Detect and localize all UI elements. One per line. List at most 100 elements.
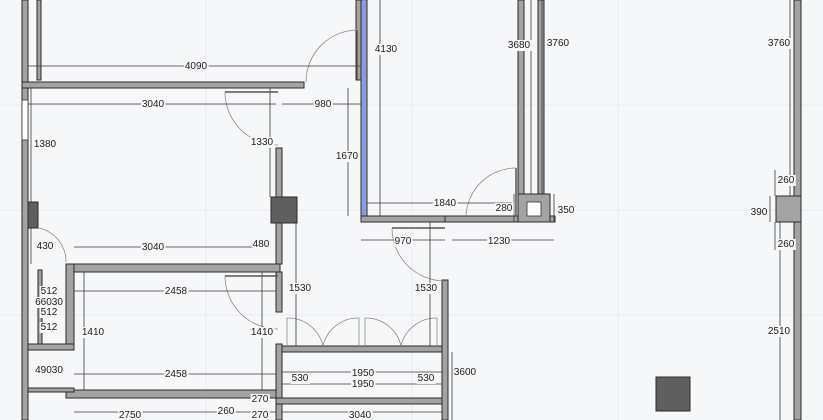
dim-260a[interactable]: 260: [778, 175, 795, 186]
label-background: [393, 236, 413, 247]
wall-center-left-vertical-lower[interactable]: [275, 271, 283, 313]
wall-mid-left-stub[interactable]: [65, 263, 75, 345]
dim-980[interactable]: 980: [315, 99, 332, 110]
column-center[interactable]: [270, 196, 298, 224]
label-background: [452, 367, 478, 378]
dim-270b[interactable]: 270: [252, 410, 269, 420]
dim-480[interactable]: 480: [253, 239, 270, 250]
dim-2458b[interactable]: 2458: [165, 369, 188, 380]
dim-3760b[interactable]: 3760: [768, 38, 791, 49]
window-left[interactable]: [21, 99, 29, 141]
dim-430[interactable]: 430: [37, 241, 54, 252]
door-swing-center: [391, 227, 446, 282]
dim-1840[interactable]: 1840: [434, 198, 457, 209]
label-background: [39, 307, 59, 318]
dim-2510[interactable]: 2510: [768, 326, 791, 337]
label-background: [766, 326, 792, 337]
dim-270a[interactable]: 270: [252, 394, 269, 405]
dim-260b[interactable]: 260: [778, 239, 795, 250]
label-background: [556, 205, 576, 216]
shaft-void: [526, 201, 542, 217]
wall-closet-left[interactable]: [27, 343, 75, 351]
doors[interactable]: [37, 29, 517, 347]
dim-390[interactable]: 390: [751, 207, 768, 218]
wall-center-horizontal-right[interactable]: [444, 215, 556, 223]
door-swing-closet-1: [286, 317, 324, 347]
label-background: [290, 373, 310, 384]
dim-1380[interactable]: 1380: [34, 139, 57, 150]
door-swing-closet-3: [364, 317, 402, 347]
wall-center-left-vertical-bottom[interactable]: [275, 343, 283, 420]
label-background: [35, 241, 55, 252]
dim-530b[interactable]: 530: [418, 373, 435, 384]
label-background: [39, 322, 59, 333]
dim-2750[interactable]: 2750: [119, 410, 142, 420]
label-background: [250, 410, 270, 420]
wall-right-outer-upper[interactable]: [793, 0, 802, 197]
label-background: [39, 286, 59, 297]
column-bottom-right[interactable]: [655, 376, 691, 412]
label-background: [350, 379, 376, 390]
label-background: [249, 327, 275, 338]
dim-1950a[interactable]: 1950: [352, 368, 375, 379]
dim-3040c[interactable]: 3040: [349, 410, 372, 420]
wall-center-horizontal[interactable]: [360, 215, 446, 223]
label-background: [163, 286, 189, 297]
label-background: [216, 406, 236, 417]
dim-1330[interactable]: 1330: [251, 137, 274, 148]
label-background: [416, 373, 436, 384]
wall-left-outer[interactable]: [21, 0, 29, 420]
dim-512c[interactable]: 512: [41, 322, 58, 333]
wall-right-notch[interactable]: [775, 195, 802, 223]
dim-350[interactable]: 350: [558, 205, 575, 216]
dim-2458a[interactable]: 2458: [165, 286, 188, 297]
wall-corridor-horizontal[interactable]: [281, 345, 443, 353]
dim-260c[interactable]: 260: [218, 406, 235, 417]
wall-top-left-inner[interactable]: [36, 0, 42, 81]
wall-right-outer-lower[interactable]: [793, 221, 802, 420]
wall-closet-bottom[interactable]: [27, 387, 75, 393]
column-left[interactable]: [27, 201, 39, 229]
dim-1950b[interactable]: 1950: [352, 379, 375, 390]
dim-970[interactable]: 970: [395, 236, 412, 247]
door-swing-closet-2: [322, 317, 360, 347]
dim-512b[interactable]: 512: [41, 307, 58, 318]
dim-1230[interactable]: 1230: [488, 236, 511, 247]
dim-1530a[interactable]: 1530: [289, 283, 312, 294]
dim-4130[interactable]: 4130: [375, 44, 398, 55]
wall-corridor-right[interactable]: [441, 279, 449, 420]
dim-1410b[interactable]: 1410: [251, 327, 274, 338]
dim-512a[interactable]: 512: [41, 286, 58, 297]
dim-4090[interactable]: 4090: [185, 61, 208, 72]
wall-bottom-left[interactable]: [65, 389, 277, 399]
dim-49030[interactable]: 49030: [35, 365, 63, 376]
wall-shaft-right[interactable]: [537, 0, 545, 197]
dim-3040b[interactable]: 3040: [142, 242, 165, 253]
dim-66030[interactable]: 66030: [35, 297, 63, 308]
dim-3760a[interactable]: 3760: [547, 38, 570, 49]
label-background: [347, 410, 373, 420]
dim-1670[interactable]: 1670: [336, 151, 359, 162]
label-background: [251, 239, 271, 250]
dimension-labels: 4090 4130 3680 3760 3760 3040 980 1380 1…: [32, 38, 796, 420]
door-swing-top: [305, 29, 358, 83]
dim-530a[interactable]: 530: [292, 373, 309, 384]
dim-3040a[interactable]: 3040: [142, 99, 165, 110]
dim-1530b[interactable]: 1530: [415, 283, 438, 294]
label-background: [163, 369, 189, 380]
wall-mid-horizontal[interactable]: [65, 263, 281, 273]
dim-280[interactable]: 280: [496, 203, 513, 214]
columns[interactable]: [27, 196, 691, 412]
label-background: [766, 38, 792, 49]
label-background: [350, 368, 376, 379]
label-background: [140, 99, 166, 110]
wall-upper-horizontal[interactable]: [21, 81, 305, 89]
wall-bottom-mid[interactable]: [275, 397, 443, 405]
dim-1410a[interactable]: 1410: [82, 327, 105, 338]
wall-shaft-left[interactable]: [517, 0, 525, 197]
dim-3600[interactable]: 3600: [454, 367, 477, 378]
dim-3680[interactable]: 3680: [508, 40, 531, 51]
label-background: [250, 394, 270, 405]
